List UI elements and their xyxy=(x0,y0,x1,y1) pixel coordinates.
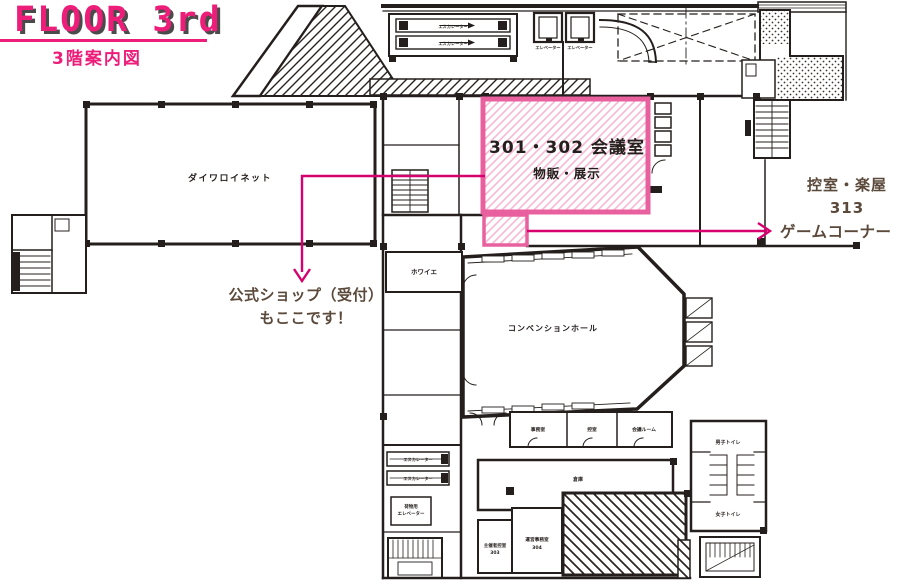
shop-arrow-icon xyxy=(293,268,311,284)
escalator-top-label-2: エスカレーター xyxy=(438,40,467,47)
womens-toilet-label: 女子トイレ xyxy=(715,511,740,518)
escalator-bottom-label-1: エスカレーター xyxy=(403,456,432,463)
shop-callout: 公式ショップ（受付） もここです！ xyxy=(222,284,390,329)
room-small-2-label: 控室 xyxy=(587,426,597,433)
room-small-1-label: 事務室 xyxy=(531,426,546,433)
plan-labels: ダイワロイネット コンベンションホール ホワイエ エスカレーター エスカレーター… xyxy=(188,23,741,556)
page-title: FLOOR 3rd xyxy=(14,0,222,40)
highlight-room-title: 301・302 会議室 xyxy=(489,137,645,158)
atrium-void xyxy=(598,7,756,67)
mens-toilet-label: 男子トイレ xyxy=(714,439,740,446)
convention-hall-label: コンベンションホール xyxy=(508,324,598,333)
highlight-room-301-302 xyxy=(480,96,651,215)
office-2-label-2: 304 xyxy=(532,545,543,551)
cargo-elevator-label-2: エレベーター xyxy=(398,510,425,517)
title-underline xyxy=(0,39,207,42)
dressing-room-callout-line2: 313 xyxy=(829,198,865,217)
dressing-room-callout-line1: 控室・楽屋 xyxy=(806,176,887,194)
page-subtitle: 3階案内図 xyxy=(52,49,142,69)
office-1-label-2: 303 xyxy=(490,550,499,556)
daiwa-roynet-room xyxy=(11,101,377,294)
elevator-unit-top xyxy=(532,11,596,97)
room-small-3-label: 会議ルーム xyxy=(631,426,656,433)
shop-connector-line xyxy=(300,174,485,272)
toilet-block xyxy=(677,419,768,579)
bottom-rooms xyxy=(381,458,692,580)
escalator-unit-top xyxy=(388,13,518,62)
highlight-room-subtitle: 物販・展示 xyxy=(533,166,601,181)
game-corner-callout: ゲームコーナー xyxy=(780,223,892,241)
right-mid-block xyxy=(525,59,860,249)
escalator-top-label-1: エスカレーター xyxy=(438,23,467,30)
escalator-bottom-label-2: エスカレーター xyxy=(403,475,432,482)
shop-callout-line2: もここです！ xyxy=(259,308,353,327)
dressing-room-callout: 控室・楽屋 313 xyxy=(793,174,900,219)
cargo-elevator-label-1: 荷物用 xyxy=(403,503,418,510)
elevator-label-2: エレベーター xyxy=(567,44,592,51)
highlight-rooms: 301・302 会議室 物販・展示 xyxy=(480,96,651,247)
game-corner-arrow-icon xyxy=(757,222,773,240)
storage-label: 倉庫 xyxy=(572,476,583,483)
foyer-label: ホワイエ xyxy=(411,268,437,276)
convention-hall xyxy=(461,245,713,419)
rooms-right-of-highlight xyxy=(648,95,701,247)
office-2-label-1: 運営事務室 xyxy=(525,536,549,543)
roof-canopy xyxy=(230,4,591,98)
daiwa-roynet-label: ダイワロイネット xyxy=(188,172,272,184)
terrace xyxy=(759,9,844,101)
elevator-label-1: エレベーター xyxy=(535,44,560,51)
small-rooms-row xyxy=(469,411,673,448)
top-walls xyxy=(381,1,847,101)
highlight-room-game-corner xyxy=(482,213,529,247)
callout-connectors xyxy=(293,174,773,284)
office-1-label-1: 主催者控室 xyxy=(484,542,507,549)
shop-callout-line1: 公式ショップ（受付） xyxy=(228,286,384,304)
service-core xyxy=(381,94,759,580)
